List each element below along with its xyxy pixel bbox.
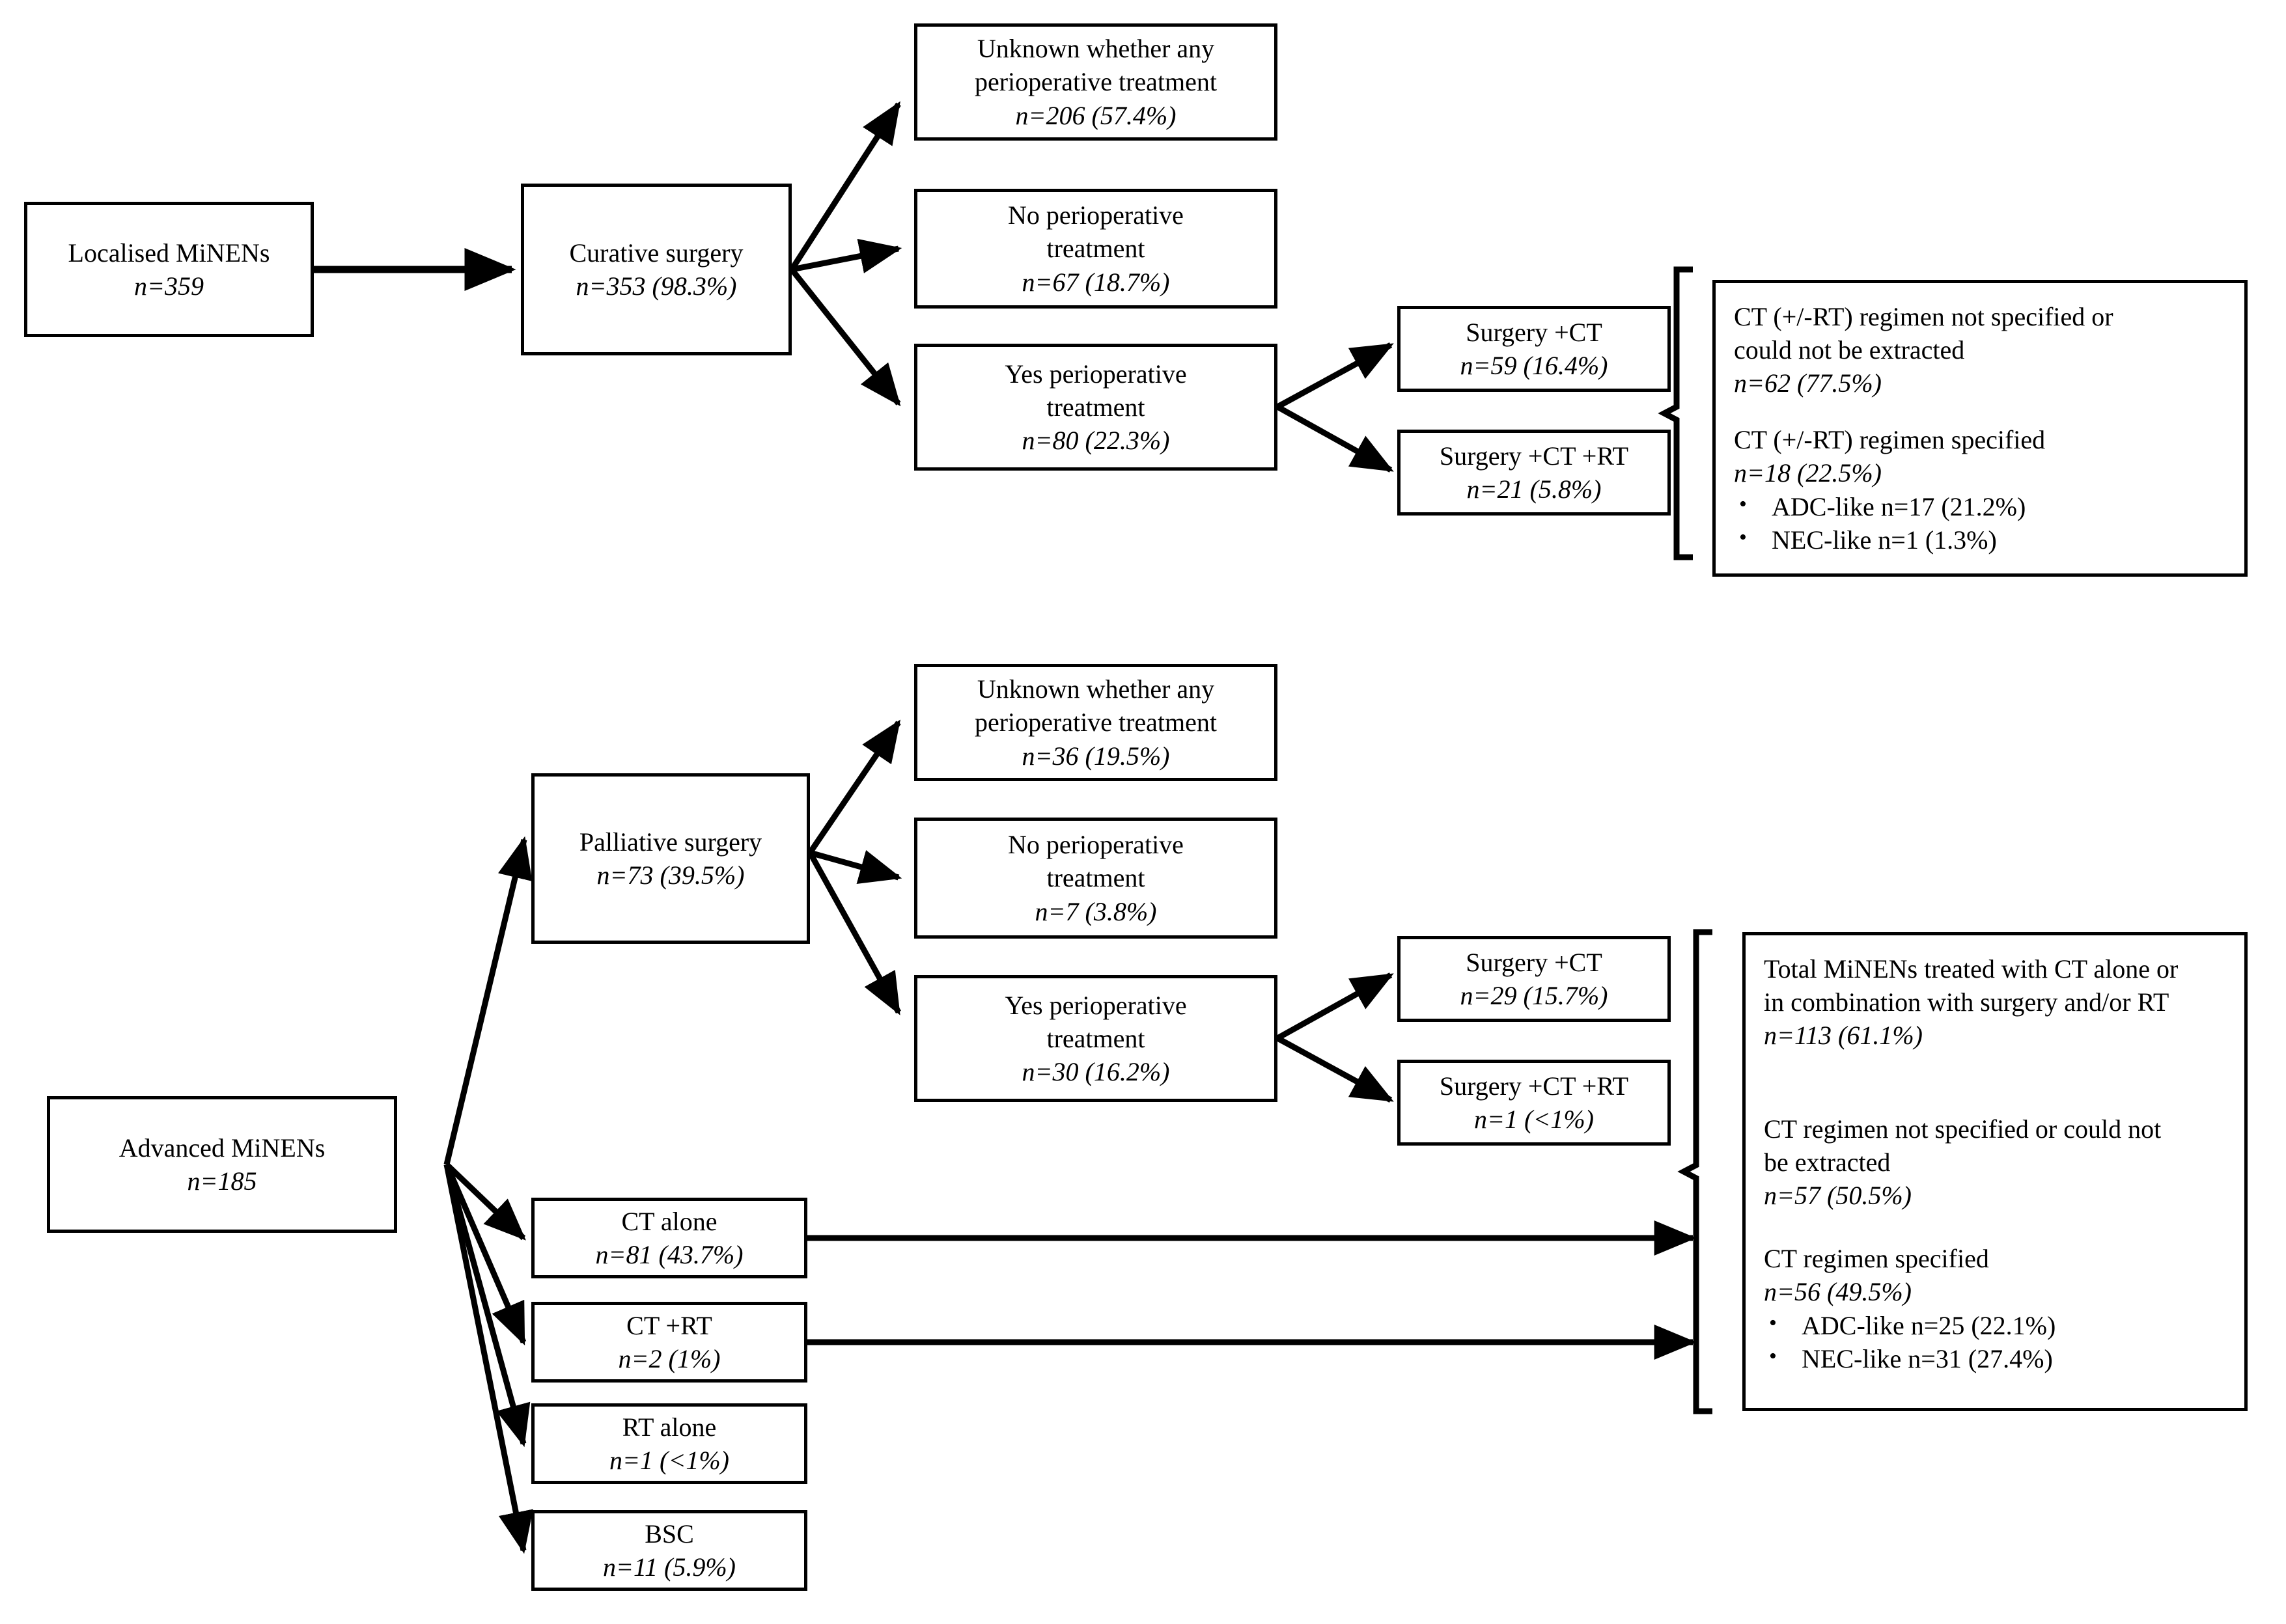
node-localised-yes-periop[interactable]: Yes perioperative treatment n=80 (22.3%) bbox=[914, 344, 1277, 471]
panel-localised-summary-b1-line3: n=62 (77.5%) bbox=[1734, 368, 1882, 398]
node-ct-alone[interactable]: CT alone n=81 (43.7%) bbox=[531, 1198, 807, 1278]
node-localised-no-periop-line1: No perioperative bbox=[1008, 200, 1184, 230]
node-ct-rt-line1: CT +RT bbox=[626, 1310, 712, 1340]
panel-localised-summary-b1-line1: CT (+/-RT) regimen not specified or bbox=[1734, 302, 2113, 331]
node-localised-surgery-ct-rt[interactable]: Surgery +CT +RT n=21 (5.8%) bbox=[1397, 430, 1671, 516]
node-ct-alone-line2: n=81 (43.7%) bbox=[595, 1240, 744, 1269]
node-palliative-surgery[interactable]: Palliative surgery n=73 (39.5%) bbox=[531, 773, 810, 944]
node-advanced-surgery-ct-rt-line1: Surgery +CT +RT bbox=[1439, 1071, 1629, 1101]
brace-advanced-summary bbox=[1677, 929, 1712, 1414]
node-localised-minens[interactable]: Localised MiNENs n=359 bbox=[24, 202, 314, 337]
panel-localised-summary-b2-line1: CT (+/-RT) regimen specified bbox=[1734, 425, 2046, 455]
node-advanced-yes-periop-line1: Yes perioperative bbox=[1005, 990, 1187, 1020]
node-localised-minens-line2: n=359 bbox=[134, 271, 204, 301]
node-advanced-surgery-ct-line1: Surgery +CT bbox=[1466, 947, 1602, 977]
panel-localised-summary[interactable]: CT (+/-RT) regimen not specified or coul… bbox=[1712, 280, 2248, 577]
edge-yes-to-surgery-ct-rt bbox=[1275, 404, 1394, 473]
node-rt-alone-line1: RT alone bbox=[622, 1412, 717, 1442]
edge-advanced-to-ct-alone bbox=[444, 1162, 526, 1241]
node-localised-unknown-periop-line2: perioperative treatment bbox=[974, 67, 1218, 97]
node-palliative-surgery-line1: Palliative surgery bbox=[579, 827, 762, 857]
panel-advanced-summary-b0-line2: in combination with surgery and/or RT bbox=[1764, 987, 2169, 1017]
node-advanced-unknown-periop-line3: n=36 (19.5%) bbox=[1022, 741, 1170, 771]
panel-advanced-summary-bullet-1: ADC-like n=25 (22.1%) bbox=[1764, 1309, 2264, 1342]
node-curative-surgery-line1: Curative surgery bbox=[569, 238, 744, 268]
node-advanced-yes-periop-line2: treatment bbox=[1046, 1023, 1145, 1053]
node-rt-alone-line2: n=1 (<1%) bbox=[609, 1446, 729, 1475]
node-advanced-minens[interactable]: Advanced MiNENs n=185 bbox=[47, 1096, 397, 1233]
node-bsc[interactable]: BSC n=11 (5.9%) bbox=[531, 1510, 807, 1591]
edge-palliative-to-yes-periop bbox=[807, 851, 901, 1015]
panel-localised-summary-b2-line2: n=18 (22.5%) bbox=[1734, 458, 1882, 488]
node-bsc-line1: BSC bbox=[645, 1519, 694, 1548]
node-localised-unknown-periop-line1: Unknown whether any bbox=[977, 34, 1215, 64]
node-localised-yes-periop-line2: treatment bbox=[1046, 392, 1145, 422]
node-advanced-surgery-ct-line2: n=29 (15.7%) bbox=[1460, 981, 1608, 1010]
node-advanced-surgery-ct-rt-line2: n=1 (<1%) bbox=[1474, 1105, 1594, 1134]
node-localised-unknown-periop-line3: n=206 (57.4%) bbox=[1015, 100, 1177, 130]
node-curative-surgery[interactable]: Curative surgery n=353 (98.3%) bbox=[521, 184, 792, 355]
node-advanced-surgery-ct-rt[interactable]: Surgery +CT +RT n=1 (<1%) bbox=[1397, 1060, 1671, 1146]
node-advanced-unknown-periop[interactable]: Unknown whether any perioperative treatm… bbox=[914, 664, 1277, 781]
node-localised-surgery-ct-rt-line2: n=21 (5.8%) bbox=[1466, 475, 1602, 504]
edge-curative-to-no-periop bbox=[791, 238, 902, 273]
edge-yes-lower-to-surgery-ct-rt bbox=[1275, 1036, 1394, 1103]
panel-advanced-summary-b1-line2: be extracted bbox=[1764, 1147, 1891, 1177]
node-localised-no-periop[interactable]: No perioperative treatment n=67 (18.7%) bbox=[914, 189, 1277, 309]
node-advanced-minens-line2: n=185 bbox=[187, 1166, 257, 1196]
node-localised-surgery-ct-line1: Surgery +CT bbox=[1466, 317, 1602, 347]
edge-palliative-to-no-periop bbox=[809, 849, 902, 885]
panel-advanced-summary[interactable]: Total MiNENs treated with CT alone or in… bbox=[1742, 932, 2248, 1411]
node-advanced-yes-periop[interactable]: Yes perioperative treatment n=30 (16.2%) bbox=[914, 975, 1277, 1102]
edge-yes-to-surgery-ct bbox=[1275, 342, 1394, 409]
edge-advanced-to-ct-rt bbox=[443, 1163, 527, 1345]
node-advanced-surgery-ct[interactable]: Surgery +CT n=29 (15.7%) bbox=[1397, 936, 1671, 1022]
node-advanced-no-periop[interactable]: No perioperative treatment n=7 (3.8%) bbox=[914, 818, 1277, 939]
node-advanced-no-periop-line3: n=7 (3.8%) bbox=[1035, 896, 1157, 926]
node-localised-surgery-ct-rt-line1: Surgery +CT +RT bbox=[1439, 441, 1629, 471]
edge-advanced-to-bsc bbox=[443, 1164, 533, 1554]
node-advanced-no-periop-line1: No perioperative bbox=[1008, 830, 1184, 860]
panel-advanced-summary-b2-line2: n=56 (49.5%) bbox=[1764, 1277, 1912, 1307]
panel-advanced-summary-b0-line3: n=113 (61.1%) bbox=[1764, 1021, 1923, 1051]
panel-advanced-summary-b1-line1: CT regimen not specified or could not bbox=[1764, 1114, 2162, 1144]
node-rt-alone[interactable]: RT alone n=1 (<1%) bbox=[531, 1403, 807, 1484]
node-localised-no-periop-line3: n=67 (18.7%) bbox=[1022, 267, 1170, 297]
node-localised-unknown-periop[interactable]: Unknown whether any perioperative treatm… bbox=[914, 23, 1277, 141]
edge-advanced-to-rt-alone bbox=[443, 1163, 531, 1448]
node-localised-no-periop-line2: treatment bbox=[1046, 234, 1145, 264]
node-advanced-unknown-periop-line1: Unknown whether any bbox=[977, 674, 1215, 704]
panel-localised-summary-b1-line2: could not be extracted bbox=[1734, 335, 1965, 365]
panel-advanced-summary-b2-line1: CT regimen specified bbox=[1764, 1244, 1989, 1274]
node-ct-rt[interactable]: CT +RT n=2 (1%) bbox=[531, 1302, 807, 1383]
node-advanced-minens-line1: Advanced MiNENs bbox=[118, 1133, 326, 1163]
panel-localised-summary-bullet-2: NEC-like n=1 (1.3%) bbox=[1734, 523, 2264, 557]
panel-advanced-summary-bullet-2: NEC-like n=31 (27.4%) bbox=[1764, 1342, 2264, 1375]
node-palliative-surgery-line2: n=73 (39.5%) bbox=[596, 860, 745, 890]
node-localised-yes-periop-line1: Yes perioperative bbox=[1005, 359, 1187, 389]
node-bsc-line2: n=11 (5.9%) bbox=[603, 1552, 736, 1582]
node-curative-surgery-line2: n=353 (98.3%) bbox=[576, 271, 737, 301]
node-localised-yes-periop-line3: n=80 (22.3%) bbox=[1022, 426, 1170, 456]
node-advanced-unknown-periop-line2: perioperative treatment bbox=[974, 708, 1218, 737]
panel-advanced-summary-b1-line3: n=57 (50.5%) bbox=[1764, 1180, 1912, 1210]
edge-yes-lower-to-surgery-ct bbox=[1275, 972, 1394, 1041]
panel-localised-summary-bullet-1: ADC-like n=17 (21.2%) bbox=[1734, 490, 2264, 523]
panel-advanced-summary-b0-line1: Total MiNENs treated with CT alone or bbox=[1764, 954, 2179, 984]
edge-curative-to-yes-periop bbox=[789, 268, 901, 407]
node-ct-rt-line2: n=2 (1%) bbox=[618, 1344, 721, 1373]
edge-advanced-to-palliative bbox=[443, 836, 533, 1166]
node-advanced-no-periop-line2: treatment bbox=[1046, 863, 1145, 893]
node-ct-alone-line1: CT alone bbox=[621, 1206, 718, 1236]
node-advanced-yes-periop-line3: n=30 (16.2%) bbox=[1022, 1057, 1170, 1087]
node-localised-minens-line1: Localised MiNENs bbox=[68, 238, 270, 268]
edge-curative-to-unknown bbox=[789, 101, 901, 271]
edge-palliative-to-unknown bbox=[807, 719, 901, 855]
node-localised-surgery-ct[interactable]: Surgery +CT n=59 (16.4%) bbox=[1397, 306, 1671, 392]
node-localised-surgery-ct-line2: n=59 (16.4%) bbox=[1460, 351, 1608, 380]
